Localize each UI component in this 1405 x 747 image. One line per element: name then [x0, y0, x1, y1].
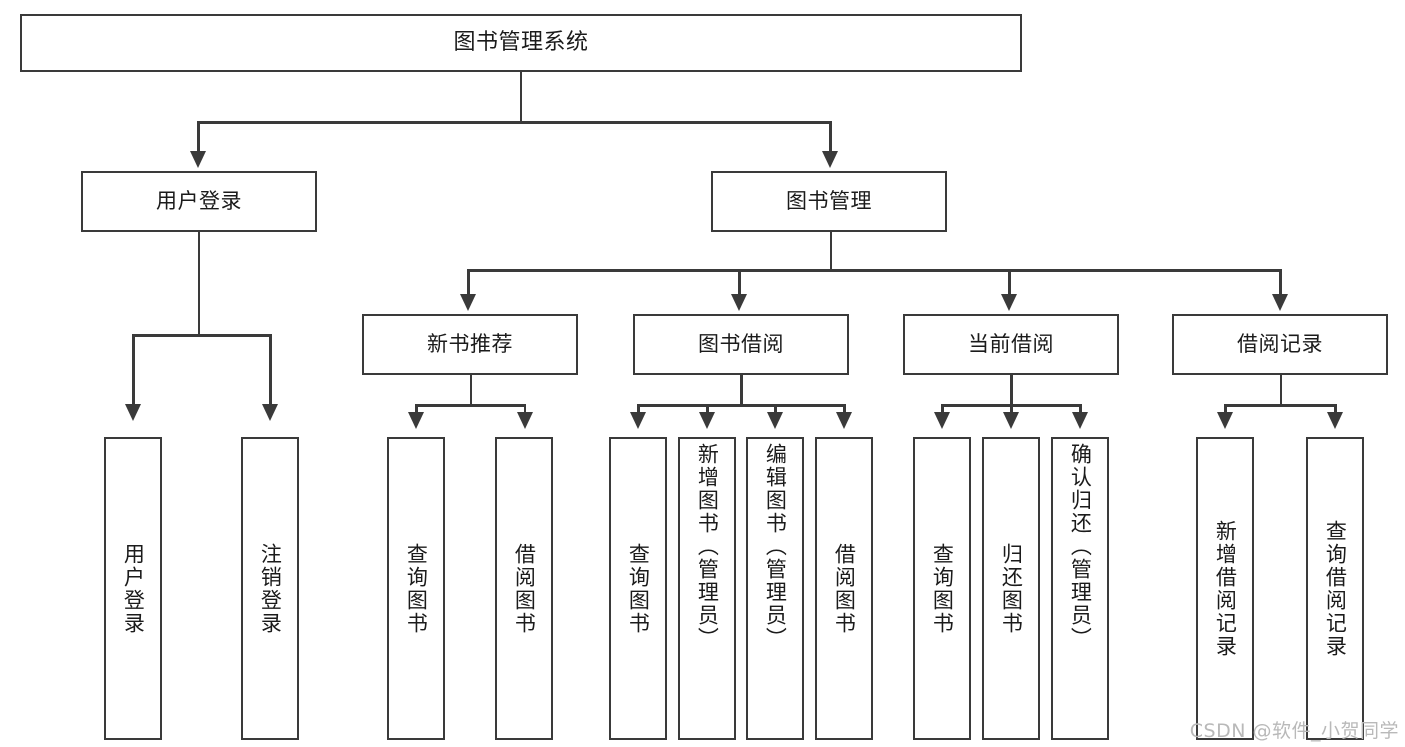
- watermark-text: CSDN @软件_小贺同学: [1189, 720, 1399, 742]
- leaf-node-query-book-borrow[interactable]: 查询图书: [609, 437, 667, 740]
- connector-level3-bar: [467, 269, 1279, 272]
- leaf-node-return-book[interactable]: 归还图书: [982, 437, 1040, 740]
- connector-book-management-stem: [829, 232, 832, 271]
- connector-cb-child-2: [1010, 404, 1013, 416]
- connector-book-borrow-bar: [637, 404, 845, 407]
- node-label: 编辑图书（管理员）: [763, 443, 788, 650]
- node-label: 借阅图书: [512, 542, 537, 635]
- node-root-book-management-system[interactable]: 图书管理系统: [20, 14, 1022, 72]
- node-label: 确认归还（管理员）: [1068, 443, 1093, 650]
- arrow-to-borrow-record: [1272, 294, 1288, 311]
- connector-bb-child-4: [843, 404, 846, 416]
- node-label: 新书推荐: [427, 331, 513, 356]
- connector-br-child-2: [1334, 404, 1337, 416]
- leaf-node-user-login[interactable]: 用户登录: [104, 437, 162, 740]
- leaf-node-borrow-book-recommend[interactable]: 借阅图书: [495, 437, 553, 740]
- connector-to-user-login: [197, 121, 200, 153]
- node-label: 借阅记录: [1237, 331, 1323, 356]
- arrow-to-user-login: [190, 151, 206, 168]
- node-label: 新增借阅记录: [1213, 519, 1238, 658]
- leaf-node-query-book-current[interactable]: 查询图书: [913, 437, 971, 740]
- connector-new-book-recommend-bar: [415, 404, 526, 407]
- connector-cb-child-1: [941, 404, 944, 416]
- arrow-cb-child-1: [934, 412, 950, 429]
- leaf-node-query-book-recommend[interactable]: 查询图书: [387, 437, 445, 740]
- node-label: 图书借阅: [698, 331, 784, 356]
- node-label: 归还图书: [999, 542, 1024, 635]
- arrow-br-child-2: [1327, 412, 1343, 429]
- arrow-to-book-borrow: [731, 294, 747, 311]
- connector-borrow-record-stem: [1279, 375, 1282, 406]
- node-label: 查询图书: [930, 542, 955, 635]
- arrow-nbr-child-2: [516, 412, 533, 429]
- connector-to-borrow-record: [1279, 269, 1282, 296]
- node-label: 借阅图书: [832, 542, 857, 635]
- connector-bb-child-1: [637, 404, 640, 416]
- arrow-user-login-child-1: [125, 404, 141, 421]
- leaf-node-add-borrow-record[interactable]: 新增借阅记录: [1196, 437, 1254, 740]
- node-book-management[interactable]: 图书管理: [711, 171, 947, 232]
- connector-borrow-record-bar: [1224, 404, 1336, 407]
- connector-level2-bar: [197, 121, 831, 124]
- connector-to-book-management: [829, 121, 832, 153]
- node-new-book-recommend[interactable]: 新书推荐: [362, 314, 578, 375]
- connector-to-new-book-recommend: [467, 269, 470, 296]
- connector-book-borrow-stem: [740, 375, 743, 406]
- arrow-cb-child-3: [1072, 412, 1088, 429]
- connector-user-login-stem: [197, 232, 200, 335]
- connector-current-borrow-stem: [1010, 375, 1013, 406]
- node-book-borrow[interactable]: 图书借阅: [633, 314, 849, 375]
- node-label: 用户登录: [121, 542, 146, 635]
- arrow-nbr-child-1: [408, 412, 424, 429]
- node-label: 图书管理: [786, 188, 872, 213]
- connector-root-stem: [519, 72, 522, 122]
- connector-to-current-borrow: [1008, 269, 1011, 296]
- leaf-node-edit-book-admin[interactable]: 编辑图书（管理员）: [746, 437, 804, 740]
- connector-new-book-recommend-stem: [469, 375, 472, 406]
- connector-br-child-1: [1224, 404, 1227, 416]
- connector-user-login-child-1: [132, 334, 135, 406]
- arrow-user-login-child-2: [262, 404, 278, 421]
- leaf-node-query-borrow-record[interactable]: 查询借阅记录: [1306, 437, 1364, 740]
- node-label: 查询图书: [404, 542, 429, 635]
- arrow-cb-child-2: [1003, 412, 1019, 429]
- connector-bb-child-2: [706, 404, 709, 416]
- connector-nbr-child-2: [523, 404, 526, 416]
- leaf-node-logout[interactable]: 注销登录: [241, 437, 299, 740]
- arrow-to-current-borrow: [1001, 294, 1017, 311]
- leaf-node-confirm-return-admin[interactable]: 确认归还（管理员）: [1051, 437, 1109, 740]
- arrow-bb-child-2: [699, 412, 715, 429]
- node-label: 新增图书（管理员）: [695, 443, 720, 650]
- connector-cb-child-3: [1079, 404, 1082, 416]
- node-user-login[interactable]: 用户登录: [81, 171, 317, 232]
- leaf-node-borrow-book[interactable]: 借阅图书: [815, 437, 873, 740]
- arrow-bb-child-4: [836, 412, 852, 429]
- connector-nbr-child-1: [415, 404, 418, 416]
- connector-to-book-borrow: [738, 269, 741, 296]
- arrow-to-new-book-recommend: [460, 294, 476, 311]
- node-label: 当前借阅: [968, 331, 1054, 356]
- node-current-borrow[interactable]: 当前借阅: [903, 314, 1119, 375]
- connector-bb-child-3: [774, 404, 777, 416]
- node-label: 查询图书: [626, 542, 651, 635]
- node-borrow-record[interactable]: 借阅记录: [1172, 314, 1388, 375]
- leaf-node-add-book-admin[interactable]: 新增图书（管理员）: [678, 437, 736, 740]
- arrow-bb-child-1: [630, 412, 646, 429]
- arrow-bb-child-3: [767, 412, 783, 429]
- arrow-br-child-1: [1217, 412, 1233, 429]
- node-label: 注销登录: [258, 542, 283, 635]
- arrow-to-book-management: [822, 151, 838, 168]
- connector-user-login-child-2: [269, 334, 272, 406]
- node-label: 用户登录: [156, 188, 242, 213]
- connector-user-login-bar: [132, 334, 271, 337]
- node-label: 图书管理系统: [453, 29, 589, 55]
- node-label: 查询借阅记录: [1323, 519, 1348, 658]
